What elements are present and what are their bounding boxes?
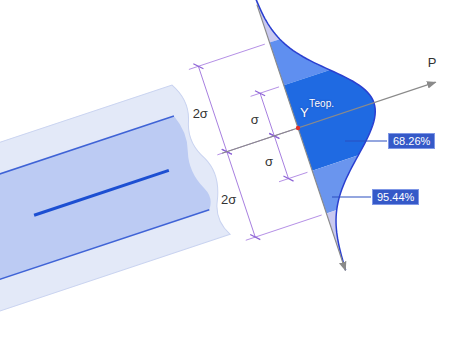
p-axis — [222, 82, 436, 153]
dimension-tick — [250, 235, 260, 240]
dimension-label: 2σ — [221, 192, 236, 205]
dimension-label: 2σ — [193, 107, 208, 120]
extension-line — [279, 172, 307, 181]
dimension-tick — [193, 64, 203, 69]
band-outer — [0, 81, 234, 329]
band-inner — [0, 113, 214, 300]
percent-text: 68.26% — [393, 135, 430, 147]
dimension-label: σ — [265, 155, 273, 168]
variable-label: Y — [300, 106, 309, 119]
dimension-label: σ — [251, 112, 259, 125]
band-edge — [0, 116, 174, 206]
gauss-curve — [251, 0, 376, 270]
leader-line — [332, 196, 371, 197]
curve-outline — [251, 0, 375, 270]
extension-line — [251, 87, 279, 96]
band — [0, 81, 234, 329]
theoretical-point — [296, 126, 300, 130]
dimension-line — [260, 93, 274, 136]
percent-box: 68.26% — [388, 133, 435, 149]
percent-box: 95.44% — [372, 189, 419, 205]
extension-line — [246, 215, 322, 240]
dimension-line — [274, 136, 288, 179]
dimension-tick — [283, 176, 293, 181]
extension-line — [189, 44, 265, 69]
leader-line — [345, 140, 387, 141]
curve-fill — [312, 155, 358, 213]
axis-label: P — [428, 56, 437, 69]
dimension-tick — [255, 91, 265, 96]
axes — [222, 5, 436, 271]
band-edge — [0, 210, 209, 301]
curve-fill — [284, 70, 375, 171]
percent-text: 95.44% — [377, 191, 414, 203]
superscript-label: Теор. — [309, 99, 334, 109]
curve-fill — [251, 0, 280, 43]
band-centerline — [34, 170, 169, 215]
